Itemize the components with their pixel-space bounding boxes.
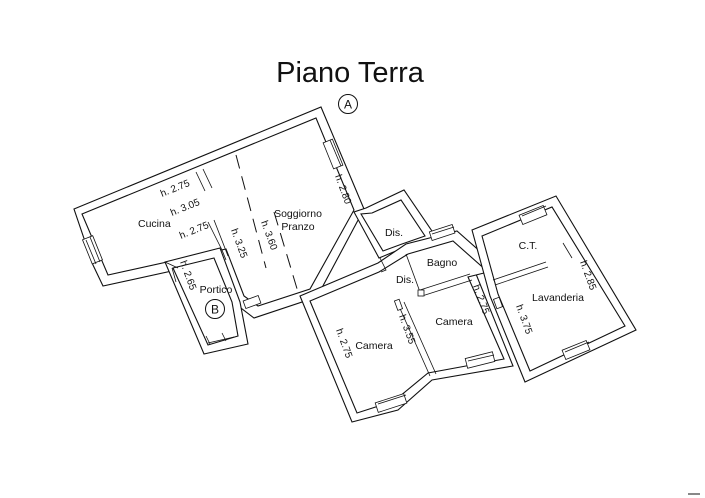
room-labels: Cucina Soggiorno Pranzo Portico Dis. Dis… xyxy=(138,208,584,352)
wall-ct-lavanderia xyxy=(492,261,547,281)
room-label-dis-lower: Dis. xyxy=(396,274,414,286)
room-label-soggiorno: Soggiorno xyxy=(274,208,322,220)
room-label-portico: Portico xyxy=(200,284,233,296)
wall-dis-lower xyxy=(379,257,387,273)
room-label-bagno: Bagno xyxy=(427,257,458,269)
wall-dis-upper-inner xyxy=(360,199,426,252)
room-label-cucina: Cucina xyxy=(138,218,171,230)
marker-a-label: A xyxy=(344,98,352,112)
window-soggiorno-east xyxy=(322,138,344,170)
wall-bagno-partition-2 xyxy=(421,279,473,297)
window-camera-right xyxy=(464,351,496,369)
openings xyxy=(81,138,591,413)
section-marker-a: A xyxy=(338,94,358,114)
wall-ct-lavanderia-2 xyxy=(494,266,549,286)
open-boundary-soggiorno-right xyxy=(273,211,299,293)
marker-b-label: B xyxy=(211,303,219,317)
wall-cucina-door-jamb-2 xyxy=(202,168,213,189)
wall-cucina-partition-2 xyxy=(213,219,229,257)
window-camera-left xyxy=(374,393,408,413)
door-camera-left xyxy=(393,298,404,311)
window-cucina-west xyxy=(81,235,103,265)
room-label-camera-right: Camera xyxy=(435,316,473,328)
room-label-lavanderia: Lavanderia xyxy=(532,292,584,304)
wall-camera-left-right-partition xyxy=(397,303,431,377)
door-lavanderia xyxy=(492,296,504,310)
section-marker-b: B xyxy=(205,299,225,319)
wall-cucina-door-jamb xyxy=(195,171,206,192)
window-dis-upper xyxy=(428,223,456,241)
room-label-camera-left: Camera xyxy=(355,340,393,352)
wall-bagno-left xyxy=(405,253,421,293)
wall-ct-right-jamb xyxy=(562,242,573,259)
wall-portico-inner xyxy=(172,257,239,346)
window-lavanderia-south xyxy=(561,339,591,361)
room-label-pranzo: Pranzo xyxy=(281,221,314,233)
room-label-dis-upper: Dis. xyxy=(385,227,403,239)
door-soggiorno-south xyxy=(242,294,262,310)
wall-bagno-partition xyxy=(419,273,471,291)
door-bagno xyxy=(417,289,425,297)
partitions xyxy=(195,154,573,377)
window-ct-north xyxy=(518,204,548,226)
opening-portico-south xyxy=(205,332,235,345)
open-boundary-soggiorno-left xyxy=(235,154,267,269)
plan-title: Piano Terra xyxy=(276,57,425,89)
walls xyxy=(73,106,637,423)
wall-cucina-partition xyxy=(207,221,227,261)
room-label-ct: C.T. xyxy=(519,240,538,252)
wall-camera-left-right-partition-2 xyxy=(403,301,437,375)
opening-portico-west xyxy=(164,261,179,283)
